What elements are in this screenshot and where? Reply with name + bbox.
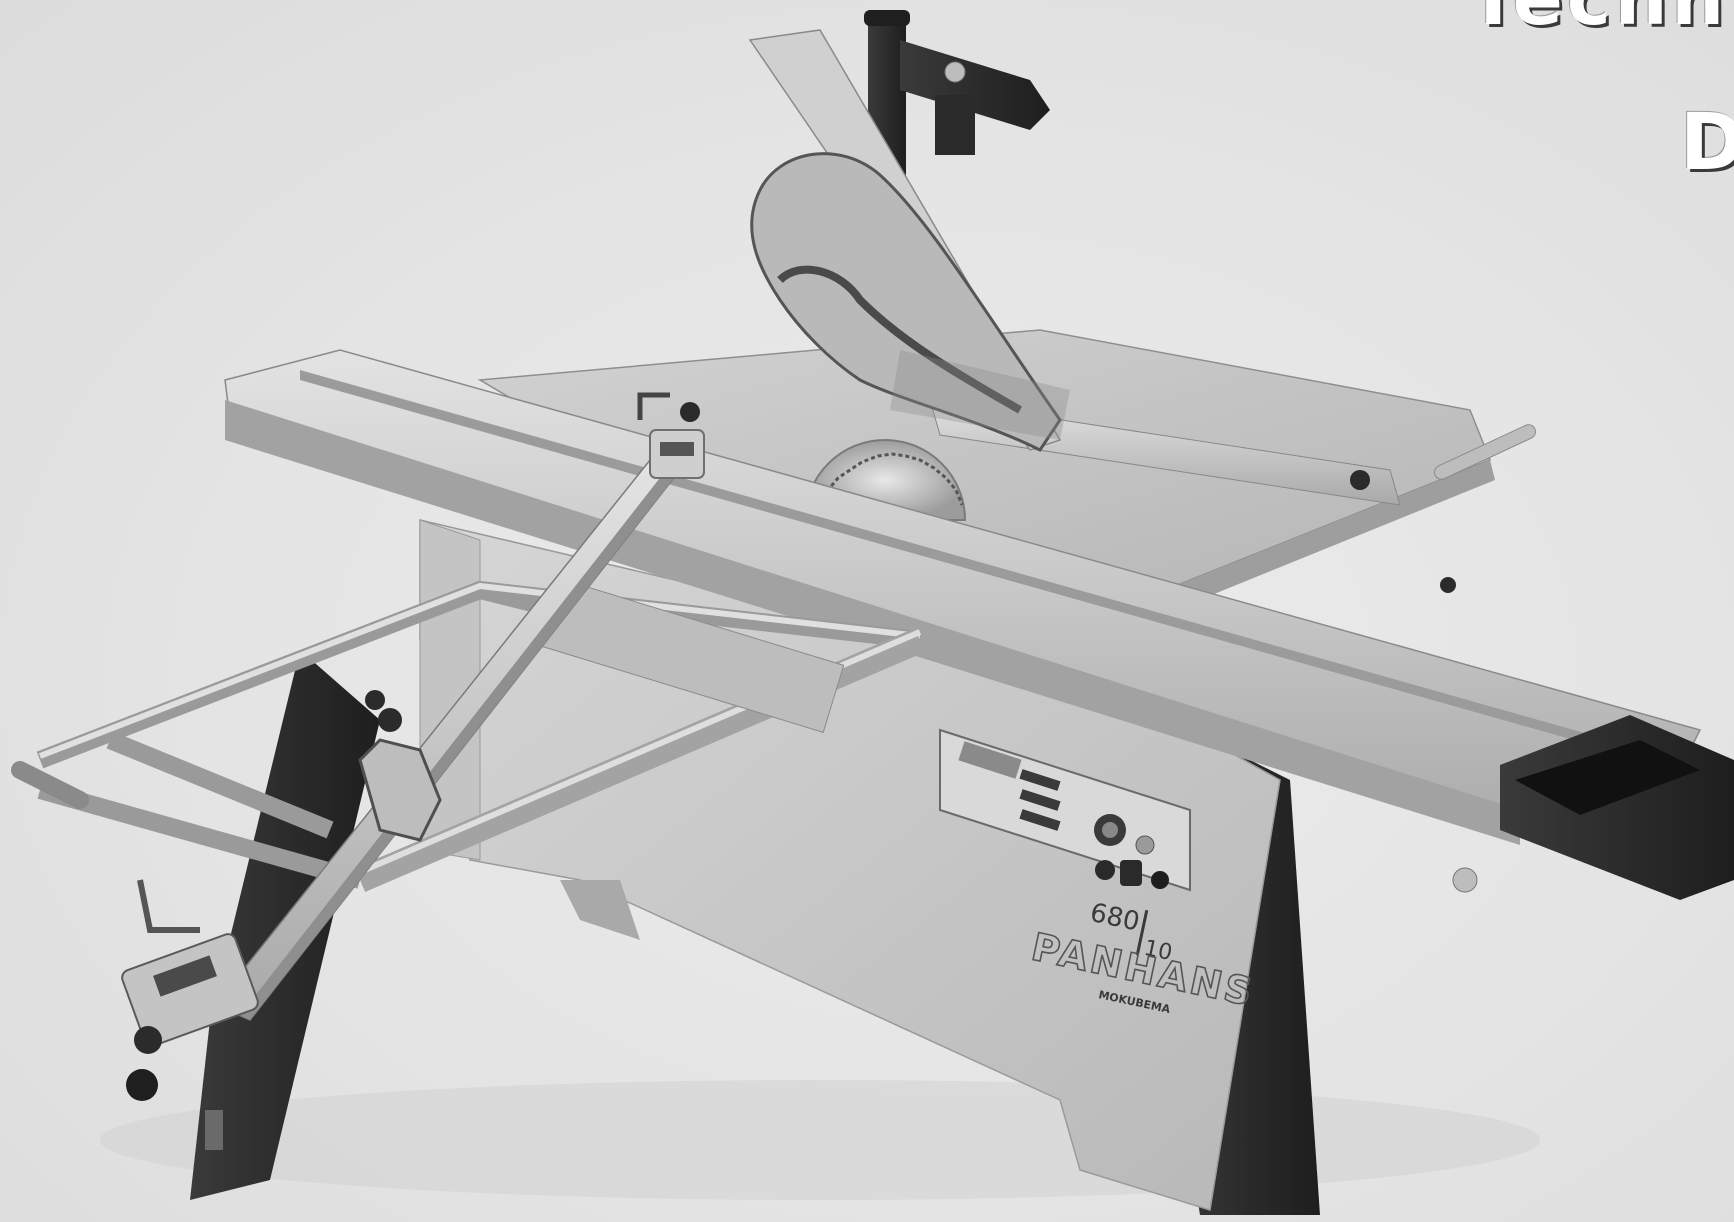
- main-table-edge: [1140, 460, 1495, 620]
- guard-arm-bracket: [935, 95, 975, 155]
- guard-clear-shield: [890, 350, 1070, 440]
- fence-flip-stop: [358, 690, 442, 842]
- fence-end-stop: [121, 879, 259, 1150]
- outrigger-frame-highlight: [38, 582, 921, 759]
- headline-line-2: D: [1680, 98, 1734, 188]
- guard-arm: [900, 40, 1050, 130]
- outrigger-roller: [11, 761, 89, 809]
- rip-fence-clamp-knob: [1440, 577, 1456, 593]
- floor-shadow: [100, 1080, 1540, 1200]
- blade-guard-hood: [750, 152, 1062, 452]
- crosscut-fence-face: [240, 465, 680, 1020]
- sliding-carriage-face: [225, 400, 1520, 845]
- guard-arm-knob: [944, 61, 966, 83]
- fence-top-stop: [637, 392, 705, 479]
- headline-line-1: Techn: [1468, 0, 1728, 42]
- control-panel: [939, 728, 1191, 892]
- guard-hood-frame: [777, 265, 1022, 414]
- carriage-lock-knob: [1452, 867, 1478, 893]
- model-number-bottom: 10: [1142, 936, 1175, 966]
- rip-fence-knob: [1350, 470, 1370, 490]
- right-roller: [1433, 424, 1537, 480]
- carriage-handle-recess: [1515, 740, 1700, 815]
- cabinet-notch: [560, 880, 640, 940]
- guard-post-cap: [864, 10, 910, 26]
